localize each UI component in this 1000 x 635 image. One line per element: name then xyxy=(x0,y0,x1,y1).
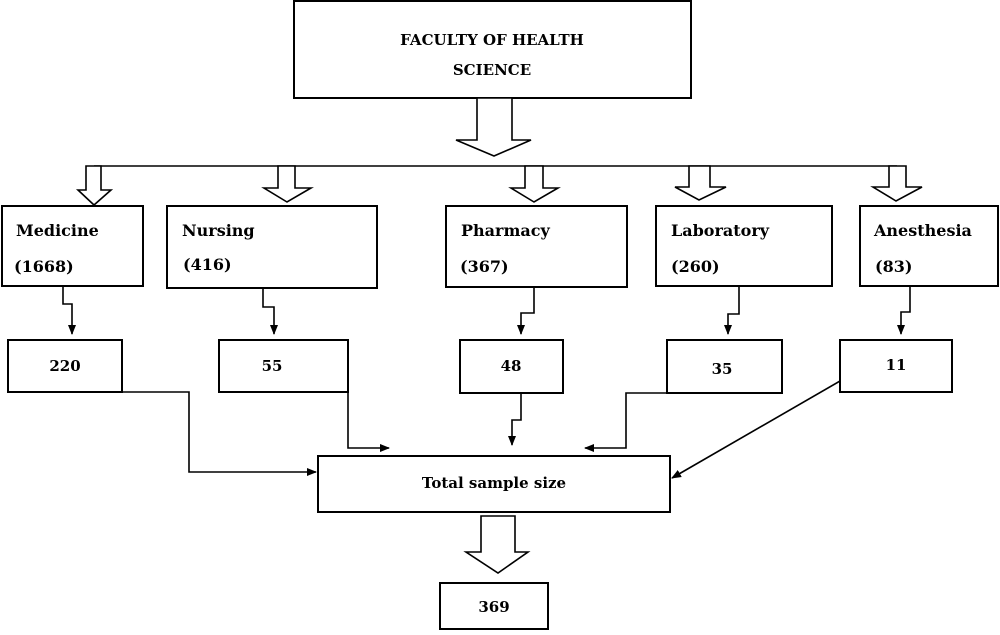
department-population: (1668) xyxy=(14,257,74,276)
connector-pharmacy-total xyxy=(508,393,522,446)
connector-nursing-total xyxy=(347,392,390,452)
department-name: Pharmacy xyxy=(461,221,551,240)
connector-nursing-sample xyxy=(262,288,278,335)
total-value-node: 369 xyxy=(439,582,549,630)
department-population: (260) xyxy=(671,257,720,276)
department-population: (367) xyxy=(460,257,509,276)
connector-laboratory-total xyxy=(584,392,667,452)
sample-anesthesia: 11 xyxy=(839,339,953,393)
sample-value: 48 xyxy=(501,357,522,375)
department-name: Medicine xyxy=(16,221,99,240)
department-population: (83) xyxy=(875,257,912,276)
sample-value: 55 xyxy=(262,357,283,375)
total-sample-size-node: Total sample size xyxy=(317,455,671,513)
sample-nursing: 55 xyxy=(218,339,349,393)
department-nursing: Nursing (416) xyxy=(166,205,378,289)
down-arrow-medicine-shape xyxy=(75,165,114,207)
department-pharmacy: Pharmacy (367) xyxy=(445,205,628,288)
department-name: Anesthesia xyxy=(873,221,972,240)
sample-laboratory: 35 xyxy=(666,339,783,394)
sample-medicine: 220 xyxy=(7,339,123,393)
sample-pharmacy: 48 xyxy=(459,339,564,394)
sample-value: 11 xyxy=(886,356,907,374)
department-laboratory: Laboratory (260) xyxy=(655,205,833,287)
total-label: Total sample size xyxy=(422,474,566,492)
root-node: FACULTY OF HEALTH SCIENCE xyxy=(293,0,692,99)
root-title-line2: SCIENCE xyxy=(453,61,531,79)
department-anesthesia: Anesthesia (83) xyxy=(859,205,999,287)
connector-pharmacy-sample xyxy=(517,287,535,335)
total-value: 369 xyxy=(478,598,509,616)
down-arrow-laboratory xyxy=(674,165,727,201)
department-medicine: Medicine (1668) xyxy=(1,205,144,287)
department-name: Nursing xyxy=(182,221,255,240)
connector-laboratory-sample xyxy=(724,286,740,335)
down-arrow-anesthesia xyxy=(870,165,923,202)
department-population: (416) xyxy=(183,255,232,274)
root-title-line1: FACULTY OF HEALTH xyxy=(400,31,584,49)
connector-medicine-total xyxy=(122,391,317,476)
down-arrow-nursing xyxy=(261,165,314,203)
sample-value: 220 xyxy=(49,357,80,375)
connector-anesthesia-sample xyxy=(897,286,911,335)
connector-anesthesia-total xyxy=(671,380,841,479)
sample-value: 35 xyxy=(712,360,733,378)
root-down-arrow xyxy=(455,97,532,157)
department-name: Laboratory xyxy=(671,221,770,240)
total-down-arrow xyxy=(463,515,531,574)
connector-medicine-sample xyxy=(62,286,76,335)
down-arrow-pharmacy xyxy=(508,165,561,203)
